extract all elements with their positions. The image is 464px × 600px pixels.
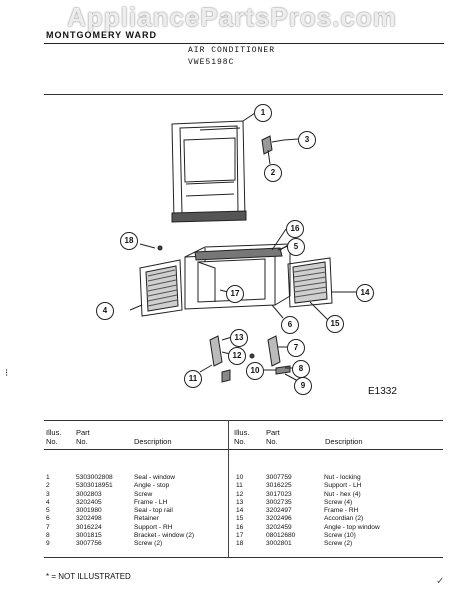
callout-9: 9 [294, 377, 312, 395]
diagram-code: E1332 [368, 386, 397, 397]
brand-name: MONTGOMERY WARD [46, 30, 157, 40]
header-part-no-left: No. [76, 437, 88, 446]
callout-11: 11 [184, 370, 202, 388]
table-center-divider [228, 420, 229, 557]
callout-15: 15 [326, 315, 344, 333]
watermark-logo: AppliancePartsPros.com [67, 2, 397, 32]
diagram-frame [44, 94, 443, 415]
header-illus-left: Illus. [46, 428, 62, 437]
corner-mark: ✓ [436, 576, 445, 587]
header-part-left: Part [76, 428, 90, 437]
margin-mark: ⁝ [5, 368, 9, 379]
chassis-drawing [184, 243, 291, 310]
callout-8: 8 [292, 360, 310, 378]
callout-7: 7 [287, 339, 305, 357]
header-desc-left: Description [134, 437, 172, 446]
header-part-right: Part [266, 428, 280, 437]
header-desc-right: Description [325, 437, 363, 446]
callout-17: 17 [226, 285, 244, 303]
left-accordion-drawing [139, 259, 183, 317]
footnote: * = NOT ILLUSTRATED [46, 572, 131, 581]
table-top-rule [44, 420, 443, 421]
header-illus-right: Illus. [234, 428, 250, 437]
callout-12: 12 [228, 347, 246, 365]
table-bottom-rule [44, 557, 443, 558]
callout-10: 10 [246, 362, 264, 380]
callout-5: 5 [287, 238, 305, 256]
header-rule [44, 43, 444, 44]
product-title: AIR CONDITIONER [188, 46, 276, 55]
callout-14: 14 [356, 284, 374, 302]
callout-18: 18 [120, 232, 138, 250]
callout-3: 3 [298, 131, 316, 149]
callout-1: 1 [254, 104, 272, 122]
callout-4: 4 [96, 302, 114, 320]
header-illus-no-right: No. [234, 437, 246, 446]
window-seal-drawing [171, 120, 247, 223]
callout-13: 13 [230, 329, 248, 347]
model-number: VWE5198C [188, 58, 235, 67]
callout-2: 2 [264, 164, 282, 182]
right-accordion-drawing [287, 257, 333, 308]
callout-16: 16 [286, 220, 304, 238]
header-part-no-right: No. [266, 437, 278, 446]
table-header-rule [44, 449, 443, 450]
header-illus-no-left: No. [46, 437, 58, 446]
callout-6: 6 [281, 316, 299, 334]
